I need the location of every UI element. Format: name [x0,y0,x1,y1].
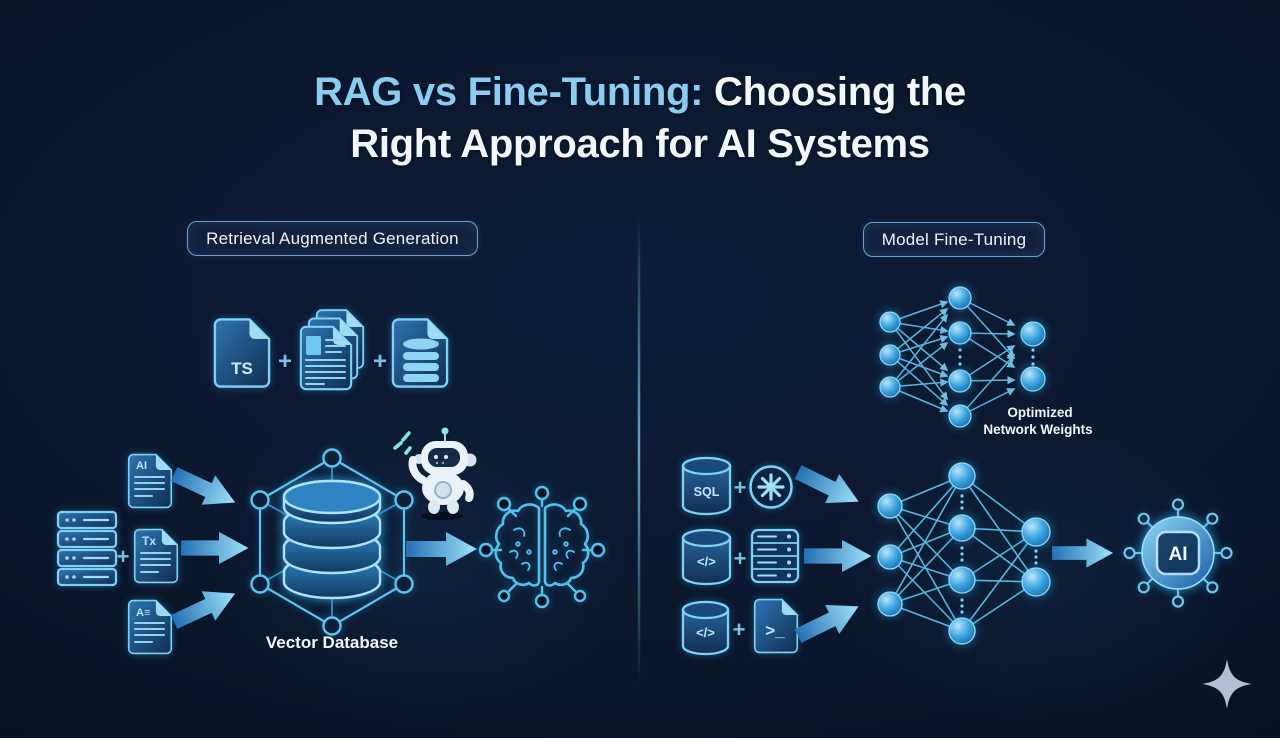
plus-icon: + [373,348,387,375]
arrow-icon [406,532,477,566]
arrow-icon [790,457,866,517]
rag-header-label: Retrieval Augmented Generation [206,228,459,248]
plus-icon: + [117,544,130,569]
plus-icon: + [734,546,747,571]
plus-icon: + [734,475,747,500]
a-document-label: A≡ [136,607,150,619]
server-stack-icon [56,510,118,587]
neural-network-icon [877,462,1051,645]
sparkle-icon [1202,659,1252,709]
terminal-label: >_ [765,621,785,640]
ts-file-icon: TS [213,318,271,388]
database-file-icon [391,318,449,388]
title-line2: Right Approach for AI Systems [350,122,930,166]
ai-chip-icon: AI [1123,498,1233,608]
ai-document-icon: AI [127,453,173,509]
page-title: RAG vs Fine-Tuning: Choosing the Right A… [0,66,1280,170]
rag-section-header: Retrieval Augmented Generation [187,221,478,256]
arrow-icon [790,591,866,651]
arrow-icon [167,578,242,637]
optimized-network-icon [879,286,1046,428]
ai-chip-label: AI [1169,544,1188,565]
document-stack-icon [299,309,365,391]
finetune-section-header: Model Fine-Tuning [863,222,1045,257]
arrow-icon [167,459,242,518]
robot-icon [393,427,477,520]
ts-file-label: TS [231,359,253,378]
ai-brain-icon [478,485,606,609]
tx-document-icon: Tx [133,528,179,584]
asterisk-icon [749,465,793,509]
server-rack-icon [750,528,800,584]
ambient-glow-left [210,400,630,720]
code-database-icon: </> [681,528,732,586]
tx-document-label: Tx [142,534,156,548]
plus-icon: + [278,348,292,375]
title-rest: Choosing the [703,70,966,114]
finetune-header-label: Model Fine-Tuning [881,229,1027,249]
sql-database-icon: SQL [681,456,732,516]
title-highlight: RAG vs Fine-Tuning: [314,70,704,114]
rag-input-arrows [167,459,249,637]
arrow-icon [804,539,872,573]
sql-label: SQL [694,485,720,499]
code-label: </> [697,554,716,569]
code-database-icon: </> [681,600,730,656]
plus-icon: + [733,617,746,642]
ai-document-label: AI [136,460,147,472]
terminal-file-icon: >_ [753,598,799,654]
finetune-input-arrows [790,457,872,651]
vector-database-icon [250,448,414,636]
a-document-icon: A≡ [127,599,173,655]
arrow-icon [1052,538,1114,568]
optimized-weights-label-line1: Optimized [1007,405,1072,420]
vector-database-label: Vector Database [266,633,398,652]
arrow-icon [181,531,249,565]
code-label: </> [696,625,715,640]
optimized-weights-label-line2: Network Weights [983,422,1092,437]
